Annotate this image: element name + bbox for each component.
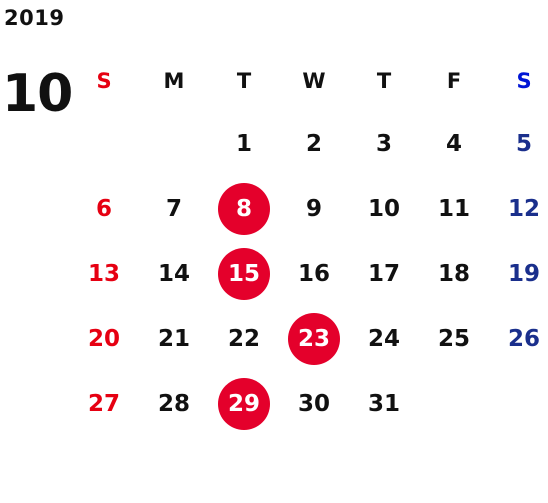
day-cell: 1 (209, 118, 279, 170)
day-number: 21 (157, 325, 190, 352)
day-number: 1 (235, 130, 252, 157)
day-number (498, 378, 548, 430)
day-number: 10 (367, 195, 400, 222)
calendar-grid: S M T W T F S 1 2 3 4 5 6 7 8 9 10 11 12 (69, 51, 548, 436)
day-cell: 4 (419, 118, 489, 170)
day-cell: 26 (489, 313, 548, 365)
day-number: 20 (87, 325, 120, 352)
weekday-thursday: T (376, 69, 392, 93)
day-cell: 22 (209, 313, 279, 365)
calendar-month: 10 (2, 64, 73, 124)
day-cell: 9 (279, 183, 349, 235)
day-number: 31 (367, 390, 400, 417)
holiday-day-cell: 29 (209, 377, 279, 430)
weekday-sunday: S (96, 69, 112, 93)
day-number: 22 (227, 325, 260, 352)
week-row-2: 6 7 8 9 10 11 12 (69, 176, 548, 241)
day-number (78, 118, 130, 170)
day-cell: 16 (279, 248, 349, 300)
day-cell: 25 (419, 313, 489, 365)
day-number: 26 (507, 325, 540, 352)
day-cell: 24 (349, 313, 419, 365)
day-number: 15 (218, 247, 270, 300)
day-cell: 17 (349, 248, 419, 300)
day-number (148, 118, 200, 170)
day-cell (139, 118, 209, 170)
holiday-day-cell: 8 (209, 182, 279, 235)
day-cell: 12 (489, 183, 548, 235)
weekday-tuesday: T (236, 69, 252, 93)
day-number: 24 (367, 325, 400, 352)
day-number: 28 (157, 390, 190, 417)
day-cell: 20 (69, 313, 139, 365)
day-cell: 10 (349, 183, 419, 235)
day-number: 16 (297, 260, 330, 287)
day-cell: 6 (69, 183, 139, 235)
day-number: 3 (375, 130, 392, 157)
day-cell: 3 (349, 118, 419, 170)
day-number: 11 (437, 195, 470, 222)
day-number: 25 (437, 325, 470, 352)
weekday-monday: M (163, 69, 185, 93)
day-cell: 27 (69, 378, 139, 430)
day-number: 19 (507, 260, 540, 287)
day-number: 6 (95, 195, 112, 222)
day-cell: 21 (139, 313, 209, 365)
day-number: 7 (165, 195, 182, 222)
day-number: 18 (437, 260, 470, 287)
day-number: 8 (218, 182, 270, 235)
day-cell: 7 (139, 183, 209, 235)
day-number: 4 (445, 130, 462, 157)
holiday-day-cell: 23 (279, 312, 349, 365)
weekday-wednesday: W (302, 69, 326, 93)
day-cell: 18 (419, 248, 489, 300)
day-number: 12 (507, 195, 540, 222)
day-cell: 31 (349, 378, 419, 430)
day-number: 27 (87, 390, 120, 417)
day-cell: 28 (139, 378, 209, 430)
calendar-year: 2019 (4, 6, 65, 30)
day-number: 2 (305, 130, 322, 157)
day-cell (489, 378, 548, 430)
day-number: 5 (515, 130, 532, 157)
day-number (428, 378, 480, 430)
day-cell (419, 378, 489, 430)
day-number: 14 (157, 260, 190, 287)
day-cell: 19 (489, 248, 548, 300)
day-number: 13 (87, 260, 120, 287)
week-row-3: 13 14 15 16 17 18 19 (69, 241, 548, 306)
day-cell: 14 (139, 248, 209, 300)
day-cell: 30 (279, 378, 349, 430)
day-cell: 5 (489, 118, 548, 170)
week-row-4: 20 21 22 23 24 25 26 (69, 306, 548, 371)
day-number: 23 (288, 312, 340, 365)
day-cell: 11 (419, 183, 489, 235)
weekday-saturday: S (516, 69, 532, 93)
day-cell: 13 (69, 248, 139, 300)
day-number: 17 (367, 260, 400, 287)
holiday-day-cell: 15 (209, 247, 279, 300)
week-row-5: 27 28 29 30 31 (69, 371, 548, 436)
day-number: 30 (297, 390, 330, 417)
day-cell (69, 118, 139, 170)
day-cell: 2 (279, 118, 349, 170)
day-number: 29 (218, 377, 270, 430)
weekday-header: S M T W T F S (69, 51, 548, 111)
weekday-friday: F (446, 69, 462, 93)
day-number: 9 (305, 195, 322, 222)
week-row-1: 1 2 3 4 5 (69, 111, 548, 176)
